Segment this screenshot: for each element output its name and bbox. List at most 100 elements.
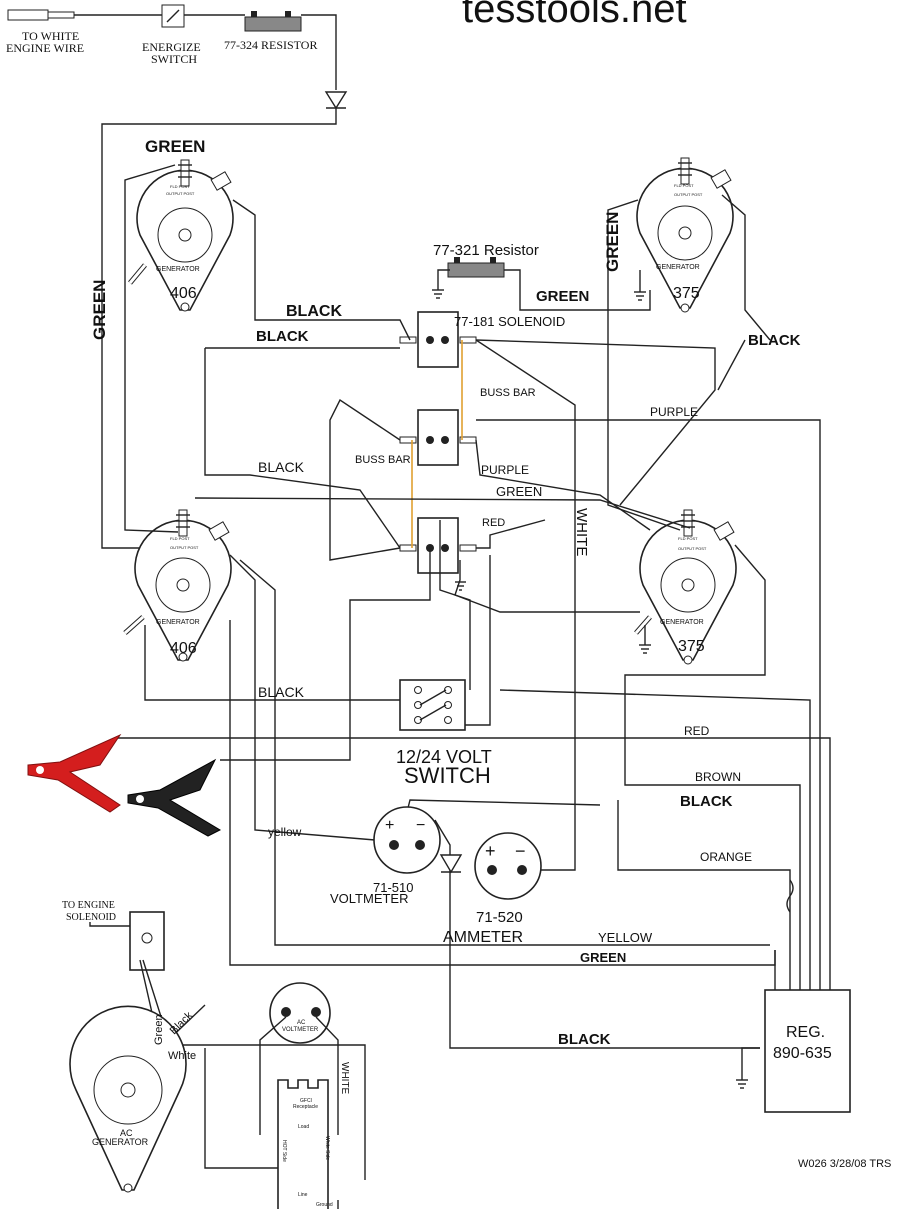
wire-black-mid: BLACK [258, 459, 305, 475]
ac-gen-label-2: GENERATOR [92, 1137, 149, 1147]
ac-voltmeter-label-2: VOLTMETER [282, 1027, 319, 1033]
gen3-name: GENERATOR [156, 619, 200, 626]
generator-406-top [128, 159, 234, 312]
ammeter-label: AMMETER [443, 929, 523, 946]
ground-gen4 [639, 625, 651, 654]
energize-label-2: SWITCH [151, 52, 197, 66]
voltmeter-label: VOLTMETER [330, 891, 409, 906]
ac-engine-solenoid [129, 911, 165, 971]
gen3-number: 406 [170, 640, 197, 657]
solenoid-middle [399, 409, 477, 466]
generator-375-top [636, 157, 734, 313]
resistor-77-321 [447, 257, 505, 278]
diode-top [324, 91, 348, 110]
resistor-77-324 [244, 11, 302, 32]
ac-solenoid-label-2: SOLENOID [66, 912, 116, 923]
reg-number: 890-635 [773, 1045, 832, 1062]
ground-gen2 [634, 270, 646, 301]
gfci-white-side: White Side [324, 1136, 330, 1160]
ammeter-number: 71-520 [476, 909, 523, 926]
gfci-ground: Ground [316, 1202, 333, 1208]
voltmeter-71-510 [373, 806, 441, 874]
wire-brown: BROWN [695, 770, 741, 784]
energize-switch [161, 4, 185, 28]
solenoid-label: 77-181 SOLENOID [454, 314, 565, 329]
wire-green-mid: GREEN [496, 484, 542, 499]
solenoid-top [399, 311, 477, 368]
buss-bar-2-label: BUSS BAR [355, 454, 411, 466]
wire-red-2: RED [684, 724, 710, 738]
wire-green-right: GREEN [603, 212, 622, 272]
fuse [786, 879, 794, 913]
wire-green-top: GREEN [145, 137, 205, 156]
ac-white-label: White [168, 1050, 196, 1062]
gen4-output-post: OUTPUT POST [678, 546, 707, 551]
ac-black-label: Black [168, 1009, 196, 1037]
gen3-fld-post: FLD POST [170, 536, 190, 541]
engine-wire-label-2: ENGINE WIRE [6, 41, 84, 55]
resistor-77-324-label: 77-324 RESISTOR [224, 38, 317, 52]
voltmeter-minus: − [416, 817, 425, 834]
gen2-fld-post: FLD POST [674, 183, 694, 188]
wire-green-resistor: GREEN [536, 288, 589, 305]
watermark: tesstools.net [462, 0, 687, 31]
switch-label-2: SWITCH [404, 763, 491, 788]
wire-black-low: BLACK [258, 684, 305, 700]
engine-wire-label-1: TO WHITE [22, 29, 79, 43]
ammeter-71-520 [474, 832, 542, 900]
gfci-load: Load [298, 1124, 309, 1130]
wire-black-3: BLACK [680, 793, 733, 810]
wire-red-1: RED [482, 517, 505, 529]
generator-375-bottom [634, 509, 737, 665]
buss-bar-1-label: BUSS BAR [480, 387, 536, 399]
gen4-name: GENERATOR [660, 619, 704, 626]
footer-code: W026 3/28/08 TRS [798, 1158, 891, 1170]
gen1-output-post: OUTPUT POST [166, 191, 195, 196]
gen4-fld-post: FLD POST [678, 536, 698, 541]
gen4-number: 375 [678, 638, 705, 655]
wire-black-4: BLACK [558, 1031, 611, 1048]
reg-label: REG. [786, 1024, 825, 1041]
gen1-fld-post: FLD POST [170, 184, 190, 189]
wire-white: WHITE [573, 508, 590, 556]
ammeter-minus: − [515, 841, 526, 861]
12-24-volt-switch [399, 679, 466, 731]
gfci-receptacle [277, 1079, 329, 1209]
gfci-label-1: GFCI [300, 1098, 312, 1104]
wire-orange: ORANGE [700, 850, 752, 864]
ac-voltmeter-label-1: AC [297, 1020, 306, 1026]
wire-yellow-2: YELLOW [598, 930, 653, 945]
ac-voltmeter [269, 982, 331, 1044]
gen1-number: 406 [170, 285, 197, 302]
gen2-number: 375 [673, 285, 700, 302]
energize-label-1: ENERGIZE [142, 40, 201, 54]
ac-green-label: Green [153, 1014, 165, 1045]
gen2-output-post: OUTPUT POST [674, 192, 703, 197]
ac-solenoid-label-1: TO ENGINE [62, 900, 115, 911]
gen2-name: GENERATOR [656, 264, 700, 271]
ac-white-wire-label: WHITE [339, 1062, 350, 1095]
voltmeter-plus: + [385, 817, 394, 834]
diode-voltmeter [439, 854, 463, 874]
generator-406-bottom [123, 509, 232, 662]
gfci-label-2: Receptacle [293, 1104, 318, 1110]
wire-yellow-1: yellow [268, 825, 302, 839]
ac-generator [69, 1005, 187, 1193]
solenoid-bottom [399, 517, 477, 574]
ammeter-plus: + [485, 841, 496, 861]
wire-green-low: GREEN [580, 950, 626, 965]
switch-label-1: 12/24 VOLT [396, 747, 492, 767]
wire-black-right: BLACK [748, 332, 801, 349]
wire-black-1: BLACK [286, 303, 342, 320]
regulator-890-635 [764, 989, 851, 1113]
engine-wire-plug [7, 9, 162, 21]
voltmeter-number: 71-510 [373, 880, 413, 895]
red-clamp [27, 733, 122, 813]
gen1-name: GENERATOR [156, 266, 200, 273]
wire-purple-1: PURPLE [650, 405, 698, 419]
ac-gen-label-1: AC [120, 1128, 133, 1138]
black-clamp [127, 758, 222, 837]
wire-green-left: GREEN [90, 280, 109, 340]
gfci-hot: HOT Side [281, 1140, 287, 1162]
